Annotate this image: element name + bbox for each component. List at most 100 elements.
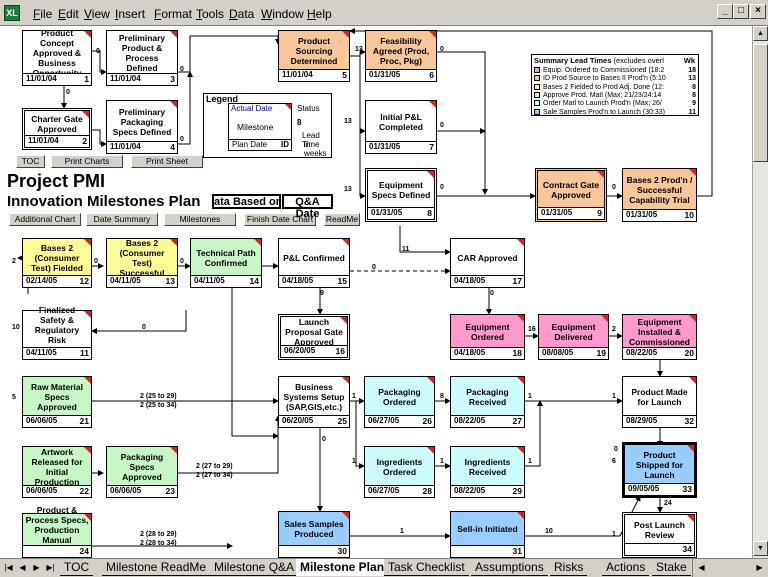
sheet-tab[interactable]: Stake bbox=[652, 559, 691, 576]
scroll-thumb[interactable] bbox=[753, 44, 768, 162]
milestone-id: 16 bbox=[335, 346, 345, 356]
menu-data[interactable]: Data bbox=[229, 7, 255, 21]
menu-view[interactable]: View bbox=[84, 7, 110, 21]
last-sheet-icon[interactable]: ▶| bbox=[46, 563, 55, 572]
next-sheet-icon[interactable]: ▶ bbox=[33, 563, 40, 572]
milestone-id: 2 bbox=[82, 136, 87, 146]
sheet-tab[interactable]: Milestone ReadMe bbox=[102, 559, 211, 576]
vertical-scrollbar[interactable]: ▲ ▼ bbox=[752, 26, 768, 558]
milestones-button[interactable]: Milestones bbox=[164, 213, 236, 226]
milestone-date: 02/14/05 bbox=[26, 276, 58, 285]
menu-insert[interactable]: Insert bbox=[115, 7, 146, 21]
finish-date-chart-button[interactable]: Finish Date Chart bbox=[244, 213, 316, 226]
milestone-id: 5 bbox=[342, 70, 347, 80]
menu-format[interactable]: Format bbox=[154, 7, 193, 21]
milestone-box-6[interactable]: Feasibility Agreed (Prod, Proc, Pkg)01/3… bbox=[365, 30, 437, 82]
sheet-tab[interactable]: TOC bbox=[60, 559, 94, 576]
sheet-tab[interactable]: Actions bbox=[602, 559, 650, 576]
print-sheet-button[interactable]: Print Sheet bbox=[131, 155, 203, 168]
scroll-left-icon[interactable]: ◀ bbox=[698, 563, 705, 572]
additional-chart-button[interactable]: Additional Chart bbox=[9, 213, 81, 226]
menu-tools[interactable]: Tools bbox=[196, 7, 225, 21]
toc-button[interactable]: TOC bbox=[16, 155, 45, 168]
scroll-up-icon[interactable]: ▲ bbox=[753, 26, 768, 41]
lead-time-label: 0 bbox=[612, 184, 616, 191]
lead-time-label: 2 (27 to 29) bbox=[196, 463, 233, 470]
menu-help[interactable]: Help bbox=[307, 7, 332, 21]
sheet-tab[interactable]: Risks bbox=[550, 559, 588, 576]
close-button[interactable]: × bbox=[750, 4, 766, 19]
milestone-box-10[interactable]: Bases 2 Prod'n / Successful Capability T… bbox=[622, 168, 697, 222]
sheet-tab[interactable]: Task Checklist bbox=[384, 559, 469, 576]
restore-button[interactable]: □ bbox=[733, 4, 749, 19]
milestone-date: 11/01/04 bbox=[110, 74, 141, 83]
menu-window[interactable]: Window bbox=[261, 7, 304, 21]
worksheet-area[interactable]: Product Concept Approved & Business Oppo… bbox=[0, 26, 752, 558]
milestone-id: 22 bbox=[79, 486, 89, 496]
milestone-footer: 02/14/05 12 bbox=[23, 275, 91, 287]
menu-edit[interactable]: Edit bbox=[58, 7, 79, 21]
based-on-value[interactable]: Q&A Date bbox=[282, 194, 333, 220]
sheet-tab[interactable]: Assumptions bbox=[471, 559, 548, 576]
milestone-date: 06/20/05 bbox=[284, 346, 316, 355]
scroll-down-icon[interactable]: ▼ bbox=[753, 541, 768, 556]
milestone-date: 01/31/05 bbox=[541, 208, 573, 217]
scroll-right-icon[interactable]: ▶ bbox=[756, 563, 763, 572]
readme-button[interactable]: ReadMe bbox=[324, 213, 360, 226]
summary-weeks: 8 bbox=[692, 83, 696, 91]
status-flag-icon bbox=[517, 447, 524, 454]
milestone-id: 18 bbox=[512, 348, 522, 358]
sheet-tab[interactable]: Milestone Q&A bbox=[210, 559, 299, 576]
first-sheet-icon[interactable]: |◀ bbox=[4, 563, 13, 572]
milestone-date: 01/31/05 bbox=[369, 142, 401, 151]
excel-app-icon[interactable]: XL bbox=[4, 5, 20, 21]
sheet-tab[interactable]: Milestone Plan bbox=[296, 559, 389, 576]
milestone-text: Technical Path Confirmed bbox=[196, 247, 256, 268]
milestone-box-1[interactable]: Product Concept Approved & Business Oppo… bbox=[22, 28, 92, 86]
milestone-date: 08/08/05 bbox=[542, 348, 574, 357]
minimize-button[interactable]: _ bbox=[717, 4, 733, 19]
date-summary-button[interactable]: Date Summary bbox=[86, 213, 158, 226]
prev-sheet-icon[interactable]: ◀ bbox=[19, 563, 26, 572]
milestone-id: 12 bbox=[79, 276, 89, 286]
menu-file[interactable]: File bbox=[33, 7, 53, 21]
summary-title: Summary Lead Times (excludes overl bbox=[534, 56, 664, 65]
horizontal-scrollbar[interactable]: ◀ ▶ bbox=[692, 559, 768, 577]
milestone-box-24[interactable]: Product & Process Specs, Production Manu… bbox=[22, 505, 92, 558]
status-flag-icon bbox=[687, 445, 694, 452]
milestone-id: 32 bbox=[684, 416, 694, 426]
milestone-box-25[interactable]: Business Systems Setup (SAP,GIS,etc.)06/… bbox=[278, 376, 350, 428]
milestone-box-11[interactable]: Finalized Safety & Regulatory Risk Asses… bbox=[22, 305, 92, 360]
print-charts-button[interactable]: Print Charts bbox=[51, 155, 123, 168]
